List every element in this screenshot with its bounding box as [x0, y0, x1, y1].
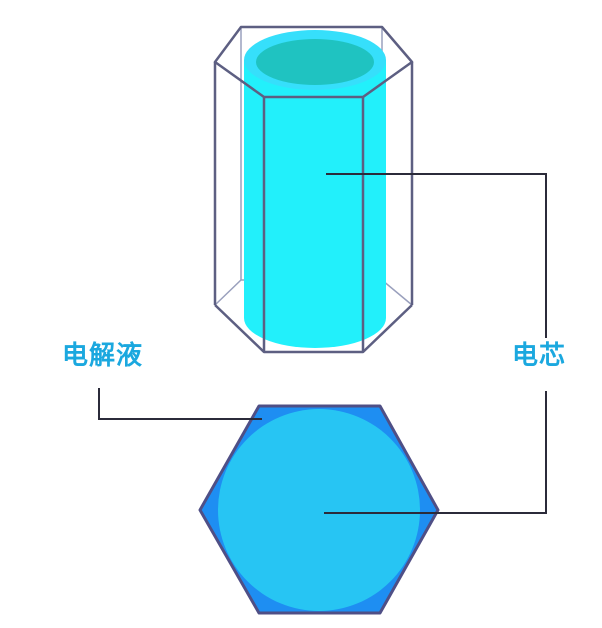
- leader-line-cell-bottom: [324, 391, 547, 514]
- leader-line-cell-top: [326, 173, 547, 338]
- leader-lines: [98, 173, 547, 514]
- cell-label: 电芯: [512, 341, 567, 371]
- prism-front-outline: [213, 25, 414, 354]
- cell-cross-section-circle: [218, 409, 420, 611]
- cell-cylinder-body: [244, 60, 386, 348]
- prism-3d-view: [213, 25, 414, 354]
- cross-section-view: [198, 404, 440, 615]
- leader-line-electrolyte: [98, 388, 262, 420]
- electrolyte-label: 电解液: [62, 341, 144, 371]
- cell-cylinder-top: [256, 39, 374, 85]
